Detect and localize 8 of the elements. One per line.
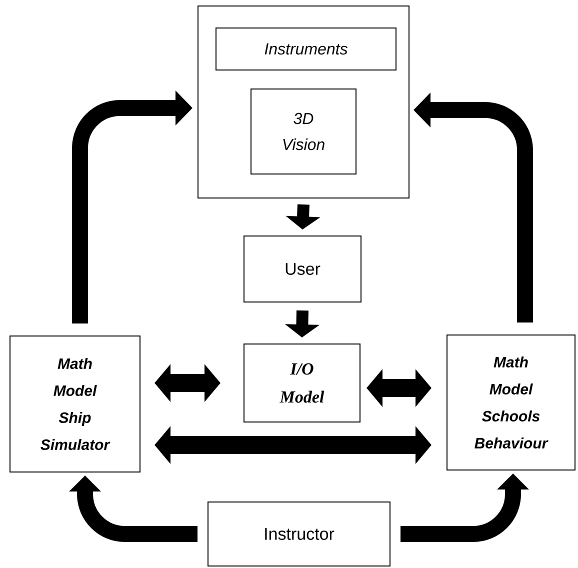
process-box: Math Model Ship Simulator [10,336,140,472]
process-box: Math Model Schools Behaviour [446,334,576,470]
process-box: Instructor [208,502,390,566]
process-box: 3D Vision [250,88,356,174]
display-box [198,6,410,198]
process-box: Instruments [216,28,396,70]
process-box: I/O Model [244,344,360,422]
process-box: User [244,236,362,302]
